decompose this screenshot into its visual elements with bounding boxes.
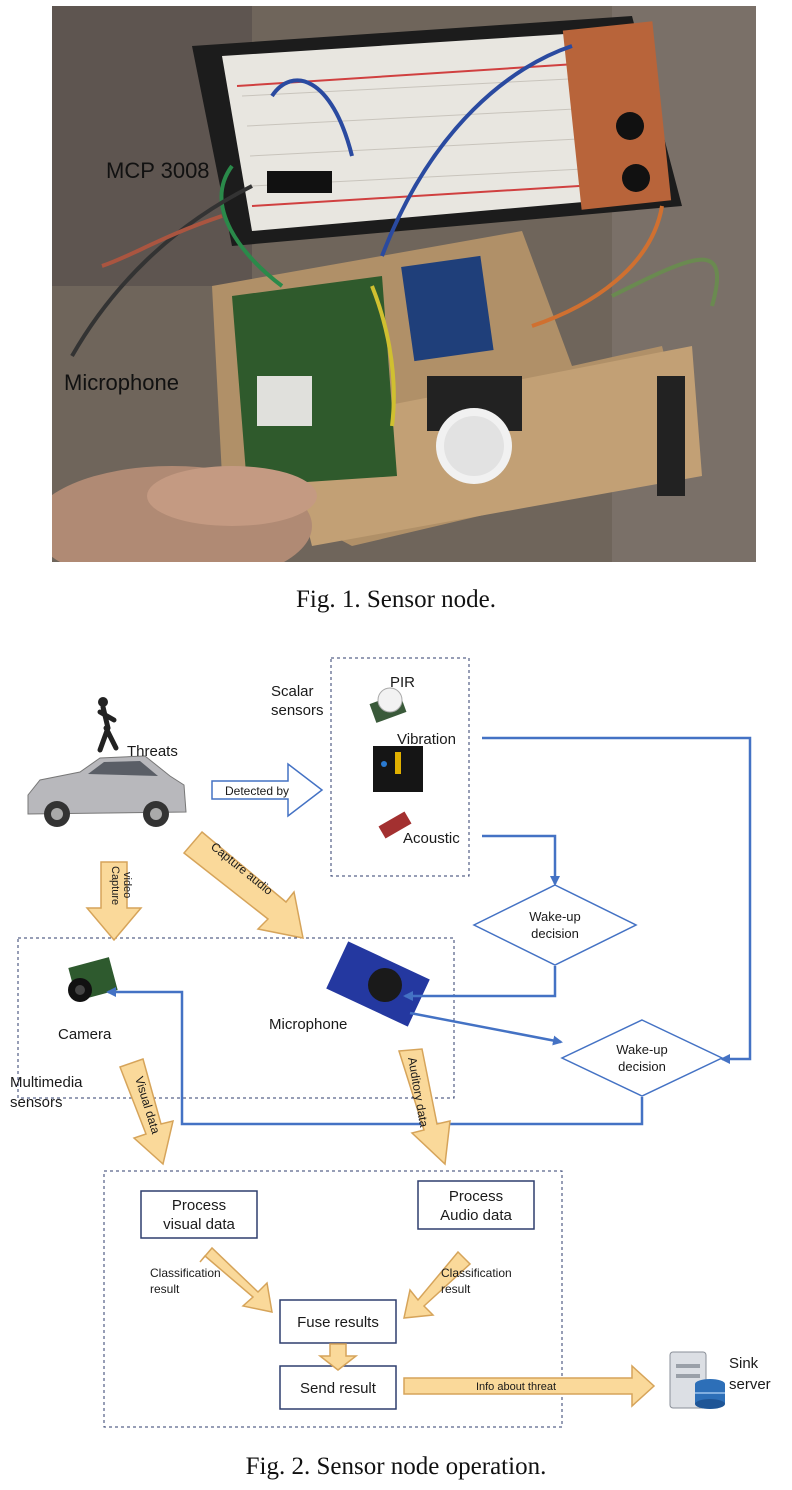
auditory-data-arrow bbox=[398, 1048, 451, 1166]
process-visual-box bbox=[140, 1190, 258, 1239]
classification-left-label-1: Classification bbox=[150, 1266, 221, 1280]
process-visual-label-2: visual data bbox=[163, 1216, 235, 1233]
sink-server-label-1: Sink bbox=[729, 1355, 759, 1372]
fuse-results-label: Fuse results bbox=[297, 1314, 379, 1331]
capture-video-label-1: Capture bbox=[109, 866, 121, 905]
scalar-sensors-label-2: sensors bbox=[271, 702, 324, 719]
detected-by-arrow bbox=[211, 762, 324, 818]
car-icon bbox=[27, 755, 187, 827]
sink-server-label-2: server bbox=[729, 1376, 771, 1393]
classification-right-label-2: result bbox=[441, 1282, 471, 1296]
classification-left-label-2: result bbox=[150, 1282, 180, 1296]
detected-by-label: Detected by bbox=[225, 784, 289, 798]
send-result-box bbox=[279, 1365, 397, 1410]
wakeup-1-label-2: decision bbox=[531, 926, 579, 941]
microphone-sensor-icon bbox=[326, 941, 430, 1027]
info-about-threat-label: Info about threat bbox=[476, 1381, 556, 1393]
figure-2-caption: Fig. 2. Sensor node operation. bbox=[245, 1453, 547, 1480]
person-icon bbox=[97, 697, 119, 753]
process-audio-box bbox=[417, 1180, 535, 1230]
wakeup-decision-1 bbox=[472, 884, 638, 966]
pir-sensor-icon bbox=[369, 687, 407, 723]
sink-server-icon bbox=[669, 1351, 725, 1409]
sensor-node-photo-illustration bbox=[52, 6, 756, 562]
process-visual-label-1: Process bbox=[172, 1197, 226, 1214]
figure-1-caption: Fig. 1. Sensor node. bbox=[296, 586, 496, 613]
wakeup-2-label-1: Wake-up bbox=[616, 1042, 668, 1057]
send-result-label: Send result bbox=[300, 1380, 377, 1397]
sensor-node-photo: MCP 3008 Microphone bbox=[52, 6, 756, 562]
scalar-sensors-label-1: Scalar bbox=[271, 683, 314, 700]
capture-video-label-2: video bbox=[121, 872, 133, 898]
wakeup-decision-2 bbox=[560, 1019, 724, 1097]
classification-left-arrow bbox=[199, 1246, 273, 1313]
pir-label: PIR bbox=[390, 674, 415, 691]
multimedia-sensors-label-1: Multimedia bbox=[10, 1074, 83, 1091]
mcp-3008-label: MCP 3008 bbox=[106, 158, 210, 183]
visual-data-arrow bbox=[119, 1058, 175, 1166]
acoustic-sensor-icon bbox=[378, 811, 412, 839]
fuse-results-box bbox=[279, 1299, 397, 1344]
process-audio-label-2: Audio data bbox=[440, 1207, 512, 1224]
camera-label: Camera bbox=[58, 1026, 112, 1043]
capture-audio-arrow bbox=[182, 830, 304, 939]
wakeup-1-label-1: Wake-up bbox=[529, 909, 581, 924]
process-audio-label-1: Process bbox=[449, 1188, 503, 1205]
info-about-threat-arrow bbox=[403, 1364, 656, 1408]
flow-lines bbox=[106, 736, 752, 1126]
fuse-to-send-arrow bbox=[317, 1343, 359, 1371]
microphone-photo-label: Microphone bbox=[64, 370, 179, 395]
scalar-sensors-group bbox=[330, 657, 470, 877]
classification-right-arrow bbox=[403, 1250, 472, 1319]
acoustic-label: Acoustic bbox=[403, 830, 460, 847]
threats-label: Threats bbox=[127, 743, 178, 760]
vibration-label: Vibration bbox=[397, 731, 456, 748]
multimedia-sensors-group bbox=[17, 937, 455, 1099]
wakeup-2-label-2: decision bbox=[618, 1059, 666, 1074]
vibration-sensor-icon bbox=[373, 746, 423, 792]
camera-icon bbox=[68, 957, 118, 1002]
microphone-label: Microphone bbox=[269, 1016, 347, 1033]
sensor-node-operation-diagram: Scalar sensors PIR Vibration Acoustic Th… bbox=[0, 640, 792, 1430]
classification-right-label-1: Classification bbox=[441, 1266, 512, 1280]
capture-video-arrow bbox=[85, 861, 143, 942]
processing-group bbox=[103, 1170, 563, 1428]
multimedia-sensors-label-2: sensors bbox=[10, 1094, 63, 1111]
